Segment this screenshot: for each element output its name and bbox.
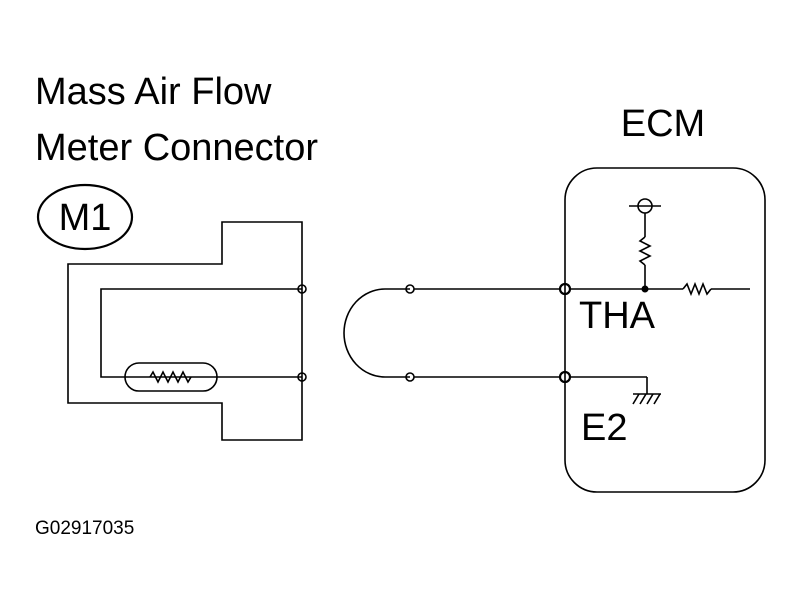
connector-body (67, 221, 303, 441)
pin-label-tha: THA (579, 295, 656, 337)
connector-code-badge (36, 183, 134, 251)
connector-title-line2: Meter Connector (35, 127, 318, 169)
connector-code: M1 (59, 197, 112, 239)
pin-label-e2: E2 (581, 407, 627, 449)
thermistor-capsule (124, 362, 218, 392)
ecm-box (564, 167, 766, 493)
connector-title-line1: Mass Air Flow (35, 71, 272, 113)
ecm-input-resistor-icon (682, 281, 712, 297)
ecm-label: ECM (621, 103, 705, 145)
figure-id: G02917035 (35, 518, 134, 539)
connector-terminal-2 (297, 372, 307, 382)
connector-terminal-1 (297, 284, 307, 294)
mating-connector-loop (343, 288, 410, 378)
thermistor-resistor-icon (149, 370, 192, 384)
ground-icon (632, 393, 661, 405)
pullup-resistor-icon (638, 236, 652, 266)
sensor-wiring (100, 288, 302, 378)
